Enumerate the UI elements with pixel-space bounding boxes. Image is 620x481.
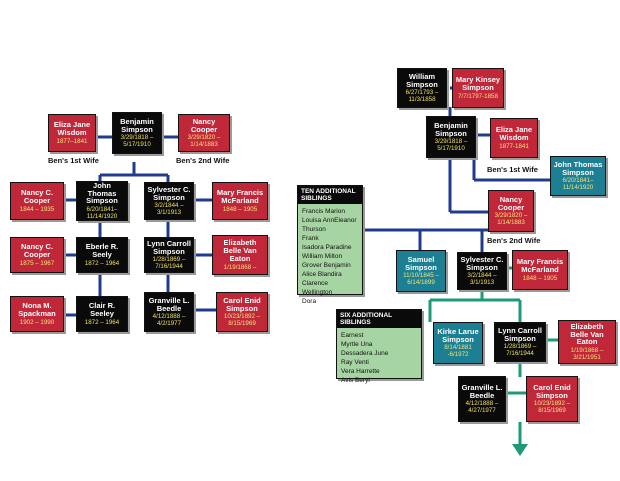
right-lynn-simpson: Lynn Carroll Simpson 1/28/1869 – 7/16/19… <box>494 322 546 362</box>
sibling-name: Ray Venti <box>341 359 369 366</box>
right-bens-1st-wife-label: Ben's 1st Wife <box>487 165 538 174</box>
right-benjamin-simpson: Benjamin Simpson 3/29/1818 – 5/17/1910 <box>426 116 476 158</box>
left-elizabeth-van-eaton: Elizabeth Belle Van Eaton 1/19/1868 – <box>212 235 268 275</box>
sibling-name: Isadora Paradine <box>302 244 352 251</box>
six-siblings-title: SIX ADDITIONAL SIBLINGS <box>337 310 421 328</box>
left-lynn-simpson: Lynn Carroll Simpson 1/28/1869 – 7/16/19… <box>144 237 194 273</box>
left-bens-2nd-wife-label: Ben's 2nd Wife <box>176 156 230 165</box>
right-kirke-simpson: Kirke Larue Simpson 8/14/1881 -6/1972 <box>433 322 483 364</box>
sibling-name: Earnest <box>341 332 364 339</box>
right-elizabeth-van-eaton: Elizabeth Belle Van Eaton 1/19/1868 – 3/… <box>558 320 616 364</box>
right-nancy-cooper: Nancy Cooper 3/29/1820 – 1/14/1883 <box>488 190 534 232</box>
down-arrow-icon <box>512 444 528 456</box>
left-nancy-c-cooper-2: Nancy C. Cooper 1875 – 1967 <box>10 237 64 273</box>
left-carol-simpson: Carol Enid Simpson 10/23/1892 – 8/15/196… <box>216 292 268 332</box>
sibling-name: Clarence Wellington <box>302 280 333 296</box>
right-carol-simpson: Carol Enid Simpson 10/23/1892 – 8/15/196… <box>526 376 578 422</box>
right-john-thomas-simpson: John Thomas Simpson 6/20/1841– 11/14/192… <box>550 156 606 196</box>
right-samuel-simpson: Samuel Simpson 11/10/1845 – 6/14/1899 <box>396 250 446 292</box>
left-nancy-c-cooper: Nancy C. Cooper 1844 – 1935 <box>10 182 64 220</box>
sibling-name: Francis Marion <box>302 208 345 215</box>
left-benjamin-simpson: Benjamin Simpson 3/29/1818 – 5/17/1910 <box>112 112 162 154</box>
right-granville-beedle: Granville L. Beedle 4/12/1888 – 4/27/197… <box>458 376 506 422</box>
left-eberle-seely: Eberle R. Seely 1872 – 1964 <box>76 237 128 273</box>
left-john-thomas-simpson: John Thomas Simpson 6/20/1841– 11/14/192… <box>76 181 128 221</box>
sibling-name: Thurson <box>302 226 326 233</box>
sibling-name: Frank <box>302 235 319 242</box>
left-nancy-cooper: Nancy Cooper 3/29/1820 – 1/14/1883 <box>178 114 230 152</box>
sibling-name: Dora <box>302 298 317 305</box>
left-bens-1st-wife-label: Ben's 1st Wife <box>48 156 99 165</box>
right-sylvester-simpson: Sylvester C. Simpson 3/2/1844 – 3/1/1913 <box>457 252 507 290</box>
sibling-name: Avis Beryl <box>341 377 370 384</box>
sibling-name: Dessadera June <box>341 350 389 357</box>
left-sylvester-simpson: Sylvester C. Simpson 3/2/1844 – 3/1/1913 <box>144 182 194 220</box>
sibling-name: Myrtle Una <box>341 341 373 348</box>
right-mary-kinsey-simpson: Mary Kinsey Simpson 7/7/1797-1858 <box>452 68 504 108</box>
sibling-name: William Milton <box>302 253 343 260</box>
sibling-name: Alice Blandira <box>302 271 342 278</box>
right-mary-francis-mcfarland: Mary Francis McFarland 1848 – 1905 <box>512 250 568 290</box>
six-siblings-list: Earnest Myrtle Una Dessadera June Ray Ve… <box>337 328 421 385</box>
right-eliza-wisdom: Eliza Jane Wisdom 1877-1841 <box>490 118 538 158</box>
six-additional-siblings-box: SIX ADDITIONAL SIBLINGS Earnest Myrtle U… <box>336 309 422 384</box>
left-nona-spackman: Nona M. Spackman 1902 – 1990 <box>10 296 64 332</box>
sibling-name: Vera Harrette <box>341 368 380 375</box>
left-granville-beedle: Granville L. Beedle 4/12/1888 – 4/2/1977 <box>144 292 194 332</box>
left-eliza-wisdom: Eliza Jane Wisdom 1877–1841 <box>48 114 96 152</box>
left-clair-seeley: Clair R. Seeley 1872 – 1964 <box>76 296 128 332</box>
left-mary-francis-mcfarland: Mary Francis McFarland 1848 – 1905 <box>212 182 268 220</box>
ten-additional-siblings-box: TEN ADDITIONAL SIBLINGS Francis Marion L… <box>297 185 363 305</box>
right-bens-2nd-wife-label: Ben's 2nd Wife <box>487 236 541 245</box>
ten-siblings-title: TEN ADDITIONAL SIBLINGS <box>298 186 362 204</box>
sibling-name: Louisa AnnEleanor <box>302 217 357 224</box>
ten-siblings-list: Francis Marion Louisa AnnEleanor Thurson… <box>298 204 362 306</box>
right-william-simpson: William Simpson 6/27/1793 – 11/3/1858 <box>397 68 447 108</box>
sibling-name: Grover Benjamin <box>302 262 351 269</box>
